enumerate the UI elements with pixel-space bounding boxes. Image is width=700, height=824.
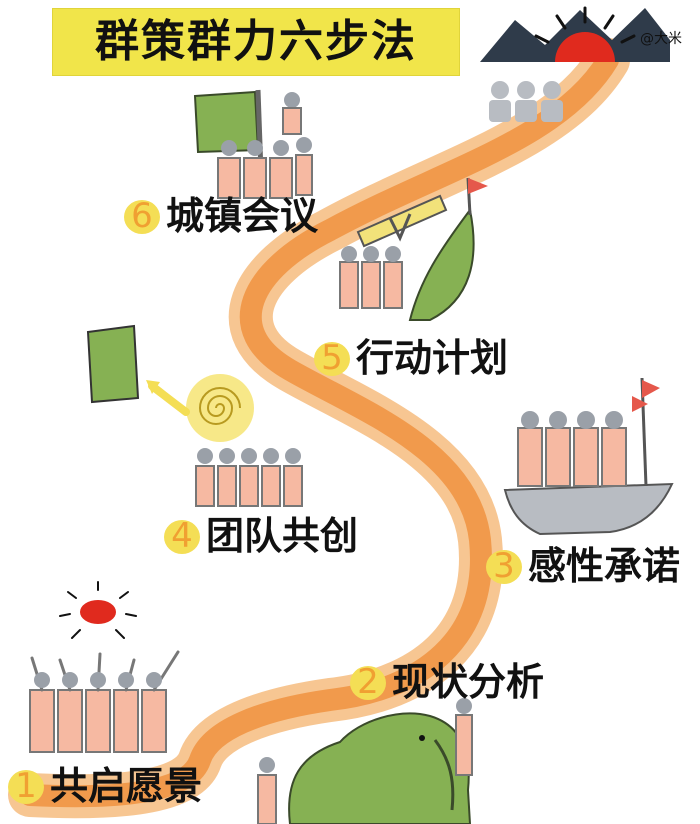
author-signature: @大米 <box>640 31 682 47</box>
elephant-icon <box>257 698 473 824</box>
green-flag-icon <box>86 324 140 404</box>
step-number-badge: 6 <box>122 196 162 236</box>
step-label: 感性承诺 <box>528 544 681 588</box>
step-label: 行动计划 <box>356 336 509 380</box>
step-label: 现状分析 <box>392 660 545 704</box>
step-number: 3 <box>493 546 515 586</box>
step-label: 城镇会议 <box>166 194 319 238</box>
step-3: 3 感性承诺 <box>484 546 680 586</box>
page-title: 群策群力六步法 <box>95 16 417 67</box>
telescope-icon <box>356 194 448 248</box>
brainstorm-team-icon <box>195 448 303 507</box>
step-5: 5 行动计划 <box>312 338 508 378</box>
hill-flag-icon <box>408 177 488 321</box>
step-number: 6 <box>131 196 153 236</box>
cheering-crowd-icon <box>29 650 180 753</box>
step-6: 6 城镇会议 <box>122 196 318 236</box>
winding-path <box>8 38 630 819</box>
step-number-badge: 4 <box>162 516 202 556</box>
step-number-badge: 5 <box>312 338 352 378</box>
step-number: 2 <box>357 662 379 702</box>
step-number-badge: 1 <box>6 766 46 806</box>
step-1: 1 共启愿景 <box>6 766 202 806</box>
team-with-flag-icon <box>193 89 313 201</box>
step-2: 2 现状分析 <box>348 662 544 702</box>
step-number: 5 <box>321 338 343 378</box>
step-4: 4 团队共创 <box>162 516 358 556</box>
sun-icon <box>59 581 137 639</box>
step-number-badge: 2 <box>348 662 388 702</box>
mountain-sunrise-icon <box>480 6 670 62</box>
brainstorm-spiral-icon <box>146 374 254 442</box>
title-banner: 群策群力六步法 <box>52 8 460 76</box>
telescope-team-icon <box>339 246 403 309</box>
boat-icon <box>503 377 674 536</box>
summit-people-icon <box>489 81 563 122</box>
step-number: 4 <box>171 516 193 556</box>
step-label: 团队共创 <box>206 514 359 558</box>
step-number-badge: 3 <box>484 546 524 586</box>
step-number: 1 <box>15 766 37 806</box>
step-label: 共启愿景 <box>50 764 203 808</box>
